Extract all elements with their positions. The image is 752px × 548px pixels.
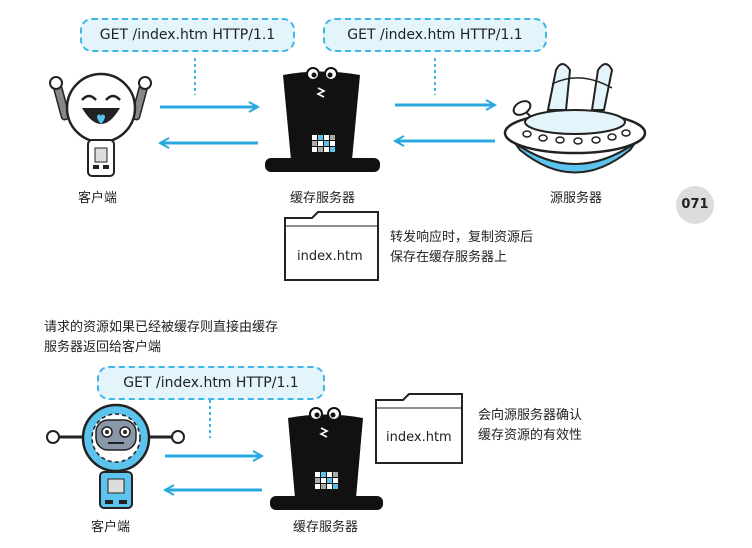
index-htm-document-icon-top xyxy=(284,211,379,281)
client-robot-icon xyxy=(49,72,152,177)
cache-server-label-bottom: 缓存服务器 xyxy=(293,520,359,535)
request-bubble-cache: GET /index.htm HTTP/1.1 xyxy=(323,18,547,52)
origin-server-label: 源服务器 xyxy=(550,191,603,206)
client-label-bottom: 客户端 xyxy=(91,520,131,535)
request-bubble-client: GET /index.htm HTTP/1.1 xyxy=(80,18,295,52)
validation-note-line1: 会向源服务器确认 xyxy=(478,408,583,423)
page-number-badge: 071 xyxy=(676,186,714,224)
scenario-caption-line2: 服务器返回给客户端 xyxy=(44,340,162,355)
cache-copy-note-line2: 保存在缓存服务器上 xyxy=(390,250,508,265)
index-htm-document-icon-bottom xyxy=(375,393,463,464)
cache-server-label: 缓存服务器 xyxy=(290,191,356,206)
validation-note-line2: 缓存资源的有效性 xyxy=(478,428,583,443)
cache-copy-note-line1: 转发响应时，复制资源后 xyxy=(390,230,534,245)
document-name-bottom: index.htm xyxy=(386,430,452,445)
scenario-caption-line1: 请求的资源如果已经被缓存则直接由缓存 xyxy=(44,320,279,335)
client-label: 客户端 xyxy=(78,191,118,206)
cache-server-hat-icon-bottom xyxy=(270,407,383,510)
cache-server-hat-icon xyxy=(265,67,380,172)
document-name-top: index.htm xyxy=(297,249,363,264)
origin-server-ufo-icon xyxy=(503,63,647,174)
client-robot-icon-bottom xyxy=(46,403,185,509)
request-bubble-bottom: GET /index.htm HTTP/1.1 xyxy=(97,366,325,400)
